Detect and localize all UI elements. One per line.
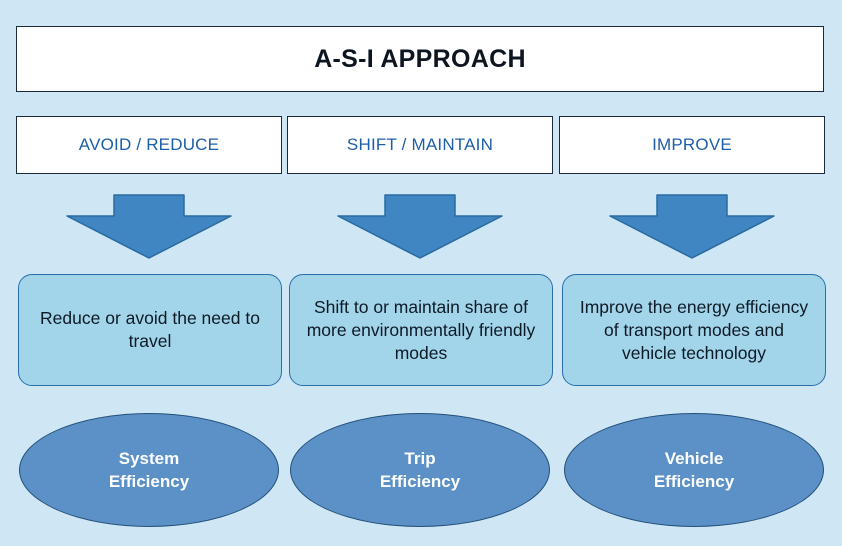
column-header-label: IMPROVE	[652, 135, 732, 154]
down-arrow-icon	[66, 194, 232, 259]
description-text: Reduce or avoid the need to travel	[40, 308, 260, 351]
description-box-improve: Improve the energy efficiency of transpo…	[562, 274, 826, 386]
column-header-label: AVOID / REDUCE	[78, 135, 220, 154]
outcome-ellipse-system: System Efficiency	[19, 413, 279, 527]
outcome-label: System Efficiency	[108, 449, 190, 491]
column-header-label: SHIFT / MAINTAIN	[346, 135, 494, 154]
outcome-label: Trip Efficiency	[379, 449, 461, 491]
column-header-shift: SHIFT / MAINTAIN	[287, 116, 553, 174]
description-text: Improve the energy efficiency of transpo…	[579, 296, 809, 363]
outcome-ellipse-vehicle: Vehicle Efficiency	[564, 413, 824, 527]
description-box-avoid: Reduce or avoid the need to travel	[18, 274, 282, 386]
outcome-ellipse-trip: Trip Efficiency	[290, 413, 550, 527]
diagram-title: A-S-I APPROACH	[314, 44, 526, 73]
column-header-avoid: AVOID / REDUCE	[16, 116, 282, 174]
down-arrow-icon	[337, 194, 503, 259]
down-arrow-icon	[609, 194, 775, 259]
outcome-label: Vehicle Efficiency	[653, 449, 735, 491]
description-text: Shift to or maintain share of more envir…	[306, 296, 536, 363]
description-box-shift: Shift to or maintain share of more envir…	[289, 274, 553, 386]
column-header-improve: IMPROVE	[559, 116, 825, 174]
title-box: A-S-I APPROACH	[16, 26, 824, 92]
